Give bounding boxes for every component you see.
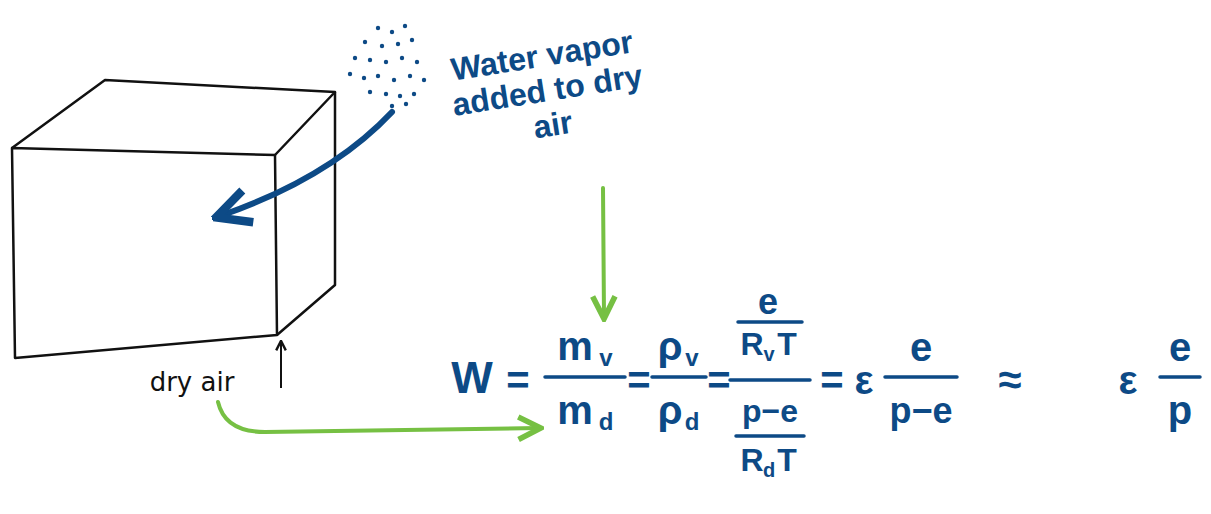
corner-arrow [280, 342, 282, 388]
callout-note: Water vapor added to dry air [438, 23, 657, 159]
math-operator: = [627, 360, 650, 400]
math-symbol: R [740, 328, 763, 360]
math-symbol: ρ [658, 390, 683, 430]
math-symbol: W [451, 356, 493, 400]
math-symbol: p [1168, 390, 1192, 430]
math-subscript: d [685, 410, 700, 434]
math-symbol: ε [855, 360, 874, 400]
math-symbol: e [758, 284, 778, 320]
math-operator: = [506, 360, 529, 400]
vapor-dots [348, 24, 426, 108]
math-operator: = [707, 360, 730, 400]
vapor-arrow [220, 112, 392, 216]
math-subscript: d [599, 410, 614, 434]
math-symbol: e [910, 327, 932, 367]
math-symbol: p−e [889, 393, 952, 429]
math-symbol: T [777, 444, 797, 476]
math-subscript: v [763, 344, 774, 364]
math-subscript: d [763, 460, 775, 480]
math-subscript: v [685, 346, 698, 370]
math-symbol: m [557, 326, 593, 366]
vapor-link-arrow [603, 188, 604, 316]
fraction-bars [545, 322, 1200, 436]
math-symbol: p−e [742, 395, 798, 427]
math-symbol: ρ [658, 326, 683, 366]
cube [12, 80, 335, 358]
math-operator: ≈ [998, 359, 1021, 401]
math-symbol: R [740, 444, 763, 476]
dry-air-link-arrow [218, 402, 538, 432]
part-name: dry air [150, 369, 235, 395]
math-subscript: v [599, 346, 612, 370]
math-operator: = [820, 360, 843, 400]
math-symbol: ε [1119, 360, 1138, 400]
math-symbol: e [1169, 327, 1191, 367]
math-symbol: m [557, 390, 593, 430]
math-symbol: T [777, 328, 797, 360]
